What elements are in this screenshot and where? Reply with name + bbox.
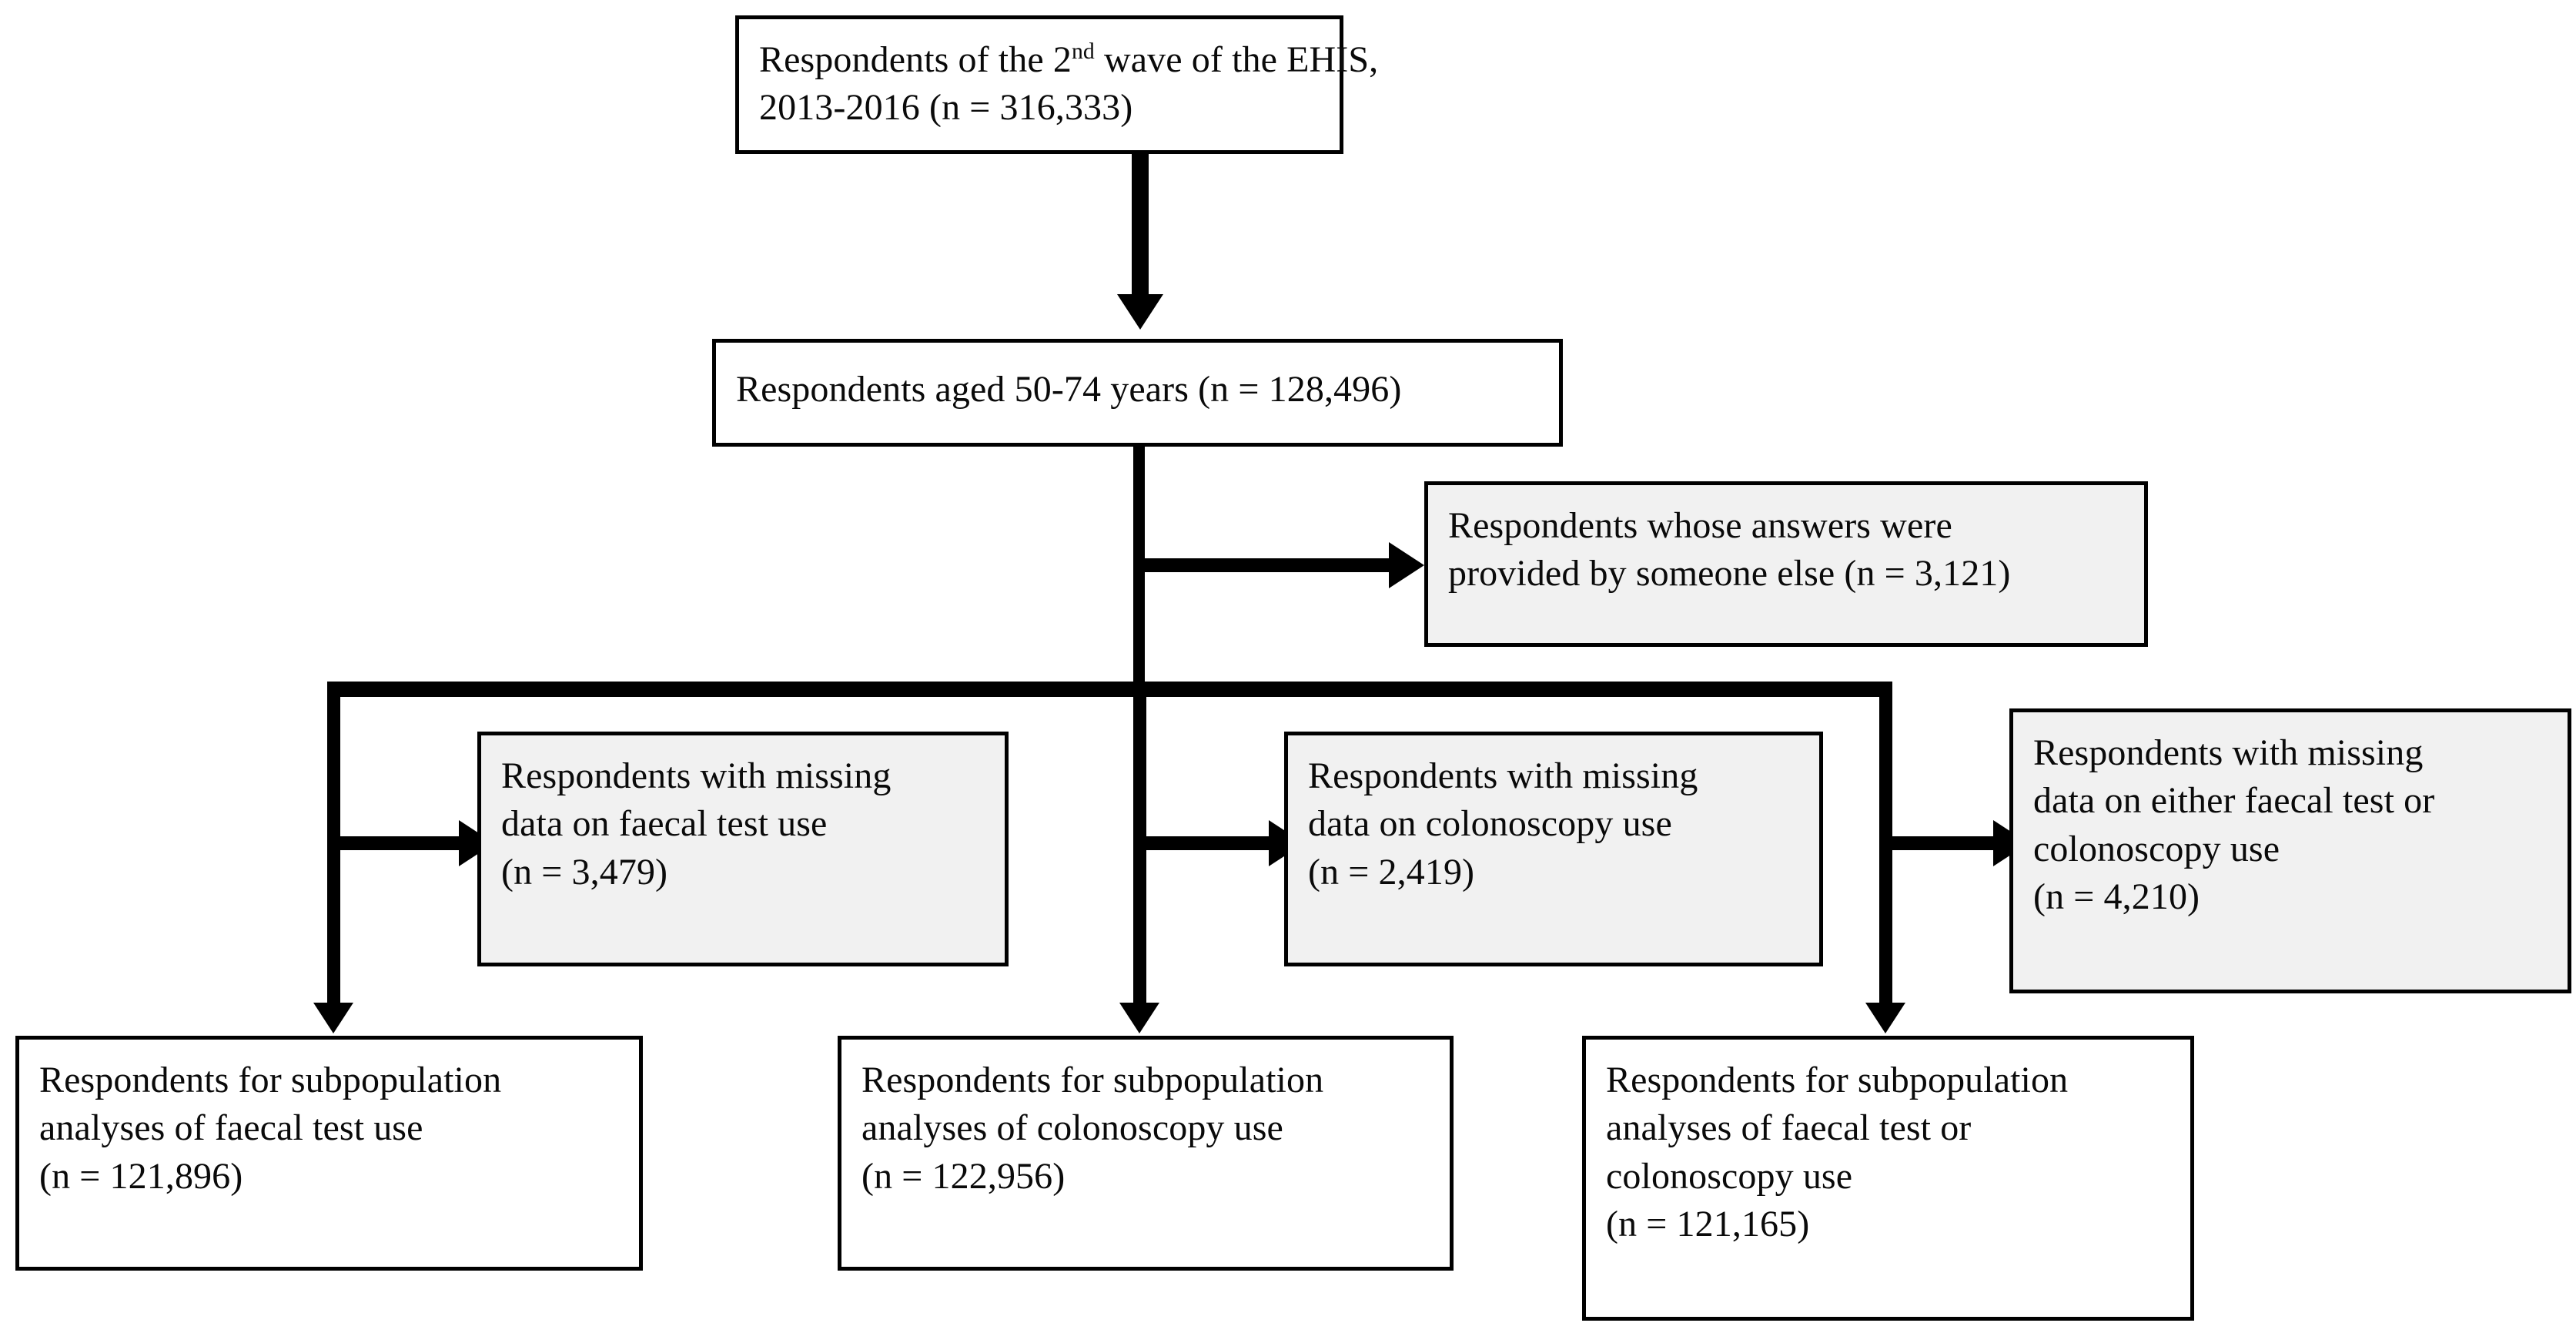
node-final-faecal-subpopulation: Respondents for subpopulation analyses o… bbox=[15, 1036, 643, 1271]
arrowhead-source-to-aged bbox=[1117, 294, 1163, 330]
arrowhead-right-to-final bbox=[1865, 1003, 1905, 1033]
node-excluded-missing-colonoscopy: Respondents with missing data on colonos… bbox=[1284, 732, 1823, 966]
connector-right-branch-missing-either bbox=[1879, 836, 1996, 850]
node-missing-either-line-3: colonoscopy use bbox=[2033, 828, 2280, 869]
node-excluded-missing-either: Respondents with missing data on either … bbox=[2009, 708, 2571, 993]
node-missing-either-line-4: (n = 4,210) bbox=[2033, 876, 2200, 918]
node-final-either-line-1: Respondents for subpopulation bbox=[1606, 1060, 2069, 1100]
node-excluded-proxy-answers: Respondents whose answers were provided … bbox=[1424, 481, 2148, 647]
node-source-line-2: 2013-2016 (n = 316,333) bbox=[759, 87, 1133, 129]
node-missing-either-line-1: Respondents with missing bbox=[2033, 732, 2424, 773]
node-missing-faecal-line-1: Respondents with missing bbox=[501, 755, 892, 796]
node-missing-colonoscopy-line-3: (n = 2,419) bbox=[1308, 851, 1475, 893]
connector-left-branch-missing-faecal bbox=[327, 836, 462, 850]
node-missing-colonoscopy-line-2: data on colonoscopy use bbox=[1308, 803, 1672, 845]
node-final-colonoscopy-line-2: analyses of colonoscopy use bbox=[861, 1107, 1283, 1149]
node-missing-either-line-2: data on either faecal test or bbox=[2033, 780, 2435, 822]
node-aged-line-1: Respondents aged 50-74 years (n = 128,49… bbox=[736, 369, 1402, 410]
node-proxy-line-1: Respondents whose answers were bbox=[1448, 505, 1952, 546]
node-final-either-line-4: (n = 121,165) bbox=[1606, 1204, 1810, 1245]
node-final-either-subpopulation: Respondents for subpopulation analyses o… bbox=[1582, 1036, 2194, 1321]
node-final-faecal-line-3: (n = 121,896) bbox=[39, 1155, 243, 1197]
node-final-colonoscopy-line-3: (n = 122,956) bbox=[861, 1155, 1066, 1197]
connector-branch-proxy bbox=[1133, 558, 1392, 572]
node-final-either-line-3: colonoscopy use bbox=[1606, 1155, 1853, 1197]
arrowhead-branch-proxy bbox=[1389, 542, 1424, 588]
connector-distribution-bar bbox=[327, 682, 1892, 697]
connector-source-to-aged bbox=[1132, 154, 1149, 302]
node-missing-colonoscopy-line-1: Respondents with missing bbox=[1308, 755, 1698, 796]
arrowhead-center-to-final bbox=[1119, 1003, 1159, 1033]
node-final-either-line-2: analyses of faecal test or bbox=[1606, 1107, 1972, 1149]
node-aged-50-74: Respondents aged 50-74 years (n = 128,49… bbox=[712, 339, 1563, 447]
node-final-colonoscopy-line-1: Respondents for subpopulation bbox=[861, 1060, 1324, 1100]
node-final-faecal-line-1: Respondents for subpopulation bbox=[39, 1060, 502, 1100]
node-excluded-missing-faecal: Respondents with missing data on faecal … bbox=[477, 732, 1009, 966]
ordinal-suffix: nd bbox=[1071, 39, 1095, 64]
node-source-population: Respondents of the 2nd wave of the EHIS,… bbox=[735, 15, 1379, 154]
arrowhead-left-to-final bbox=[313, 1003, 353, 1033]
node-missing-faecal-line-2: data on faecal test use bbox=[501, 803, 828, 845]
node-final-colonoscopy-subpopulation: Respondents for subpopulation analyses o… bbox=[838, 1036, 1454, 1271]
node-source-line-1: Respondents of the 2nd wave of the EHIS, bbox=[759, 39, 1379, 80]
node-missing-faecal-line-3: (n = 3,479) bbox=[501, 851, 668, 893]
node-final-faecal-line-2: analyses of faecal test use bbox=[39, 1107, 423, 1149]
node-proxy-line-2: provided by someone else (n = 3,121) bbox=[1448, 553, 2011, 594]
connector-center-branch-missing-colonoscopy bbox=[1133, 836, 1272, 850]
